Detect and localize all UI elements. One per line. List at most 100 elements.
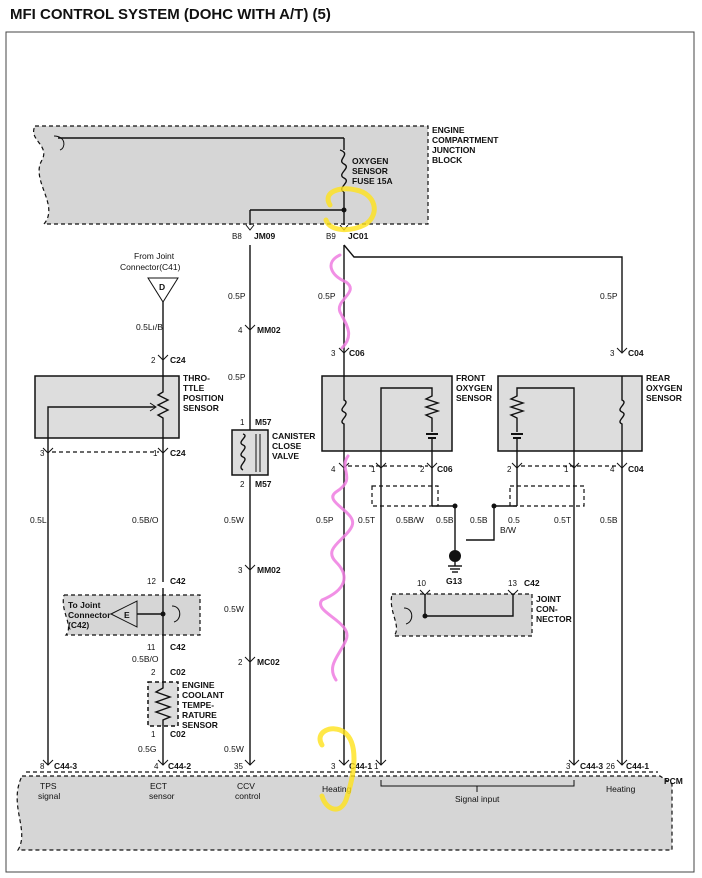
pcm-module: PCM 8 C44-3 TPS signal 4 C44-2 ECT senso…: [16, 759, 683, 851]
ccv-pin-mc02: 2: [238, 658, 243, 667]
joint-pin-13: 13: [508, 579, 517, 588]
rear-o2-wire-gnd2-b: B/W: [500, 525, 516, 535]
rear-o2-wire-heat: 0.5B: [600, 515, 618, 525]
tps-label-4: SENSOR: [183, 403, 219, 413]
joint-label-2: CON-: [536, 604, 558, 614]
pcm-name-tps-1: TPS: [40, 781, 57, 791]
wire-rear-o2-feed: [343, 244, 623, 352]
front-o2-wire-heat: 0.5P: [316, 515, 334, 525]
ccv-circuit: 0.5P 4 MM02 0.5P 1 M57 CANISTER CLOSE VA…: [224, 245, 315, 765]
pcm-pin-tps: 8: [40, 762, 45, 771]
rear-o2-label-2: OXYGEN: [646, 383, 682, 393]
outer-frame: [5, 31, 695, 873]
ect-label-4: RATURE: [182, 710, 217, 720]
tps-label-1: THRO-: [183, 373, 210, 383]
joint-e: 12 C42 E To Joint Connector (C42) 11 C42…: [62, 576, 201, 682]
pcm-name-tps-2: signal: [38, 791, 60, 801]
ccv-wire-2: 0.5P: [228, 372, 246, 382]
joint-e-conn-a: C42: [170, 576, 186, 586]
ccv-wire-4: 0.5W: [224, 604, 244, 614]
ccv-pin-mm02b: 3: [238, 566, 243, 575]
joint-e-label-2: Connector: [68, 610, 111, 620]
ccv-wire-3: 0.5W: [224, 515, 244, 525]
junction-block-label-3: JUNCTION: [432, 145, 475, 155]
rear-o2-pin-c04: 3: [610, 349, 615, 358]
joint-d-letter: D: [159, 282, 165, 292]
rear-o2-wire-top: 0.5P: [600, 291, 618, 301]
fuse-label-1: OXYGEN: [352, 156, 388, 166]
tps-wire-right: 0.5B/O: [132, 515, 159, 525]
pcm-conn-heating-front: C44-1: [349, 761, 372, 771]
pcm-conn-signal-rear: C44-3: [580, 761, 603, 771]
front-o2-pin-c06: 3: [331, 349, 336, 358]
joint-pin-10: 10: [417, 579, 426, 588]
joint-conn-c42: C42: [524, 578, 540, 588]
front-o2-wire-top: 0.5P: [318, 291, 336, 301]
front-o2-wire-sig: 0.5T: [358, 515, 375, 525]
tps-conn-top: C24: [170, 355, 186, 365]
pcm-signal-input: Signal input: [455, 794, 500, 804]
front-o2-wire-gnd2: 0.5B: [436, 515, 454, 525]
front-o2-conn-c06: C06: [349, 348, 365, 358]
fuse-label-3: FUSE 15A: [352, 176, 393, 186]
rear-o2-pin-4: 4: [610, 465, 615, 474]
tps-circuit: 0.5Lı/B 2 C24 THRO- TTLE POSITION SENSOR…: [30, 302, 224, 765]
ccv-label-2: CLOSE: [272, 441, 302, 451]
joint-label-3: NECTOR: [536, 614, 572, 624]
rear-o2-wire-sig: 0.5T: [554, 515, 571, 525]
joint-d-from-1: From Joint: [134, 251, 175, 261]
connector-jc01: JC01: [348, 231, 369, 241]
joint-e-label-1: To Joint: [68, 600, 101, 610]
front-o2-label-3: SENSOR: [456, 393, 492, 403]
rear-o2-conn-bottom: C04: [628, 464, 644, 474]
pcm-pin-heating-front: 3: [331, 762, 336, 771]
tps-conn-bottom: C24: [170, 448, 186, 458]
joint-e-letter: E: [124, 610, 130, 620]
pin-b9: B9: [326, 232, 336, 241]
ccv-label-3: VALVE: [272, 451, 299, 461]
pink-highlight-heating-wire: [318, 253, 355, 682]
front-o2-conn-bottom: C06: [437, 464, 453, 474]
joint-e-wire: 0.5B/O: [132, 654, 159, 664]
front-o2-pin-4: 4: [331, 465, 336, 474]
tps-pin-3: 3: [40, 449, 45, 458]
ccv-wire-5: 0.5W: [224, 744, 244, 754]
pcm-pin-signal-front: 1: [374, 762, 379, 771]
rear-o2-conn-c04: C04: [628, 348, 644, 358]
ccv-conn-mm02a: MM02: [257, 325, 281, 335]
pcm-name-ccv-2: control: [235, 791, 261, 801]
front-o2-label-2: OXYGEN: [456, 383, 492, 393]
pcm-label: PCM: [664, 776, 683, 786]
connector-jm09: JM09: [254, 231, 276, 241]
rear-o2-pin-2: 2: [507, 465, 512, 474]
tps-pin-1: 1: [153, 449, 158, 458]
ect-wire: 0.5G: [138, 744, 156, 754]
joint-d-from-2: Connector(C41): [120, 262, 181, 272]
ect-pin-2: 2: [151, 668, 156, 677]
diagram-title: MFI CONTROL SYSTEM (DOHC WITH A/T) (5): [10, 6, 331, 23]
joint-label-1: JOINT: [536, 594, 562, 604]
tps-pin-top: 2: [151, 356, 156, 365]
pcm-pin-heating-rear: 26: [606, 762, 615, 771]
ect-label-1: ENGINE: [182, 680, 215, 690]
rear-o2-pin-1: 1: [564, 465, 569, 474]
rear-o2-label-1: REAR: [646, 373, 670, 383]
junction-block-label-4: BLOCK: [432, 155, 463, 165]
rear-o2-wire-gnd1: 0.5B: [470, 515, 488, 525]
pcm-pin-ect: 4: [154, 762, 159, 771]
rear-oxygen-sensor: 0.5P 3 C04 REAR OXYGEN SENSOR 2 1 4 C04 …: [470, 291, 682, 765]
ccv-pin-m57b: 2: [240, 480, 245, 489]
pcm-name-ect-2: sensor: [149, 791, 175, 801]
pcm-conn-ect: C44-2: [168, 761, 191, 771]
ect-label-2: COOLANT: [182, 690, 225, 700]
ground-g13: G13: [432, 503, 517, 586]
ccv-conn-m57b: M57: [255, 479, 272, 489]
pcm-pin-ccv: 35: [234, 762, 243, 771]
ect-conn-b: C02: [170, 729, 186, 739]
fuse-label-2: SENSOR: [352, 166, 388, 176]
ect-pin-1: 1: [151, 730, 156, 739]
pcm-name-ect-1: ECT: [150, 781, 167, 791]
front-o2-wire-gnd1: 0.5B/W: [396, 515, 424, 525]
tps-label-2: TTLE: [183, 383, 205, 393]
